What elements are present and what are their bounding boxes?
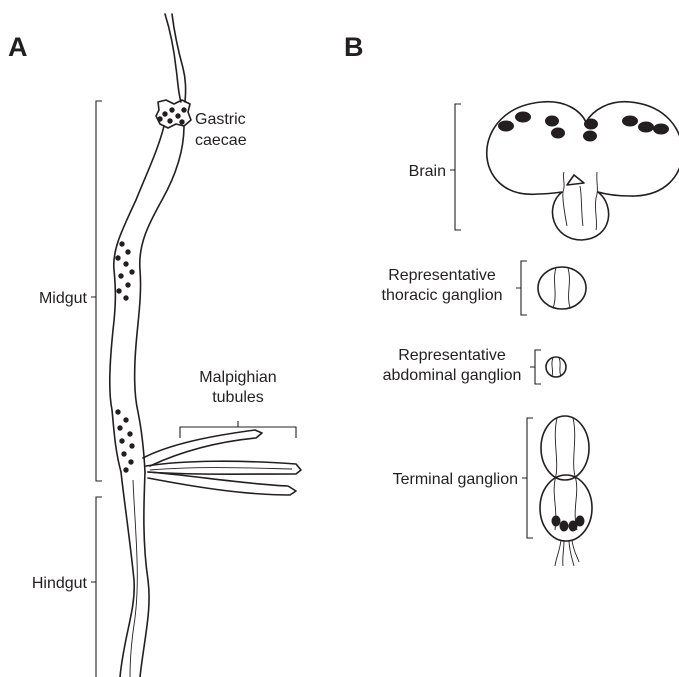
brain-illustration [487,102,679,240]
terminal-ganglion-lower-lobe [540,475,592,541]
thoracic-bracket [516,261,527,315]
brain-cell [622,116,638,127]
brain-triangle [567,175,584,185]
label-thoracic-line2: thoracic ganglion [382,287,503,304]
hindgut-bracket [91,497,102,677]
terminal-bracket [522,418,533,538]
brain-cell [653,124,669,135]
panel-a-label: A [8,32,28,62]
terminal-ganglion-illustration [540,416,592,566]
label-thoracic-line1: Representative [388,267,496,284]
midgut-bracket [91,101,102,481]
malpighian-tubule-3 [148,472,296,495]
abdominal-inner-line-left [552,358,553,376]
label-gastric-line1: Gastric [195,111,246,128]
thoracic-ganglion-illustration [538,267,586,309]
terminal-cell [560,521,569,532]
thoracic-inner-line-left [553,268,556,308]
midgut-right-wall [135,126,184,472]
gastric-caecae-shape [156,100,191,128]
label-midgut: Midgut [39,290,88,307]
terminal-ganglion-upper-lobe [541,416,589,480]
terminal-cell [552,516,561,527]
brain-inner-line-mid [580,186,583,226]
abdominal-ganglion-outline [546,357,566,377]
thoracic-inner-line-right [568,268,570,308]
brain-inner-line-left [563,172,567,226]
terminal-cell [576,516,585,527]
label-gastric-line2: caecae [195,132,247,149]
terminal-inner-line-left [554,418,557,530]
abdominal-ganglion-illustration [546,357,566,377]
terminal-inner-line-right [573,418,577,530]
brain-bracket [450,104,461,230]
brain-cell [583,131,597,142]
brain-cell [515,112,531,123]
midgut-left-wall [110,126,164,472]
brain-cell [584,119,598,130]
label-hindgut: Hindgut [32,575,88,592]
label-abdominal-line1: Representative [398,347,506,364]
hindgut-left-wall [120,472,134,677]
brain-cell [498,121,514,132]
label-brain: Brain [409,163,446,180]
malpighian-bracket [180,421,296,438]
thoracic-ganglion-outline [538,267,586,309]
abdominal-inner-line-right [559,358,561,376]
brain-cell [551,128,565,139]
malpighian-tubule-inner [150,468,292,470]
label-abdominal-line2: abdominal ganglion [383,367,522,384]
brain-cell [545,116,559,127]
label-malpighian-line2: tubules [212,389,264,406]
abdominal-bracket [530,350,541,384]
brain-inner-line-right [595,172,597,230]
foregut-left-edge [165,14,181,102]
brain-cell [638,122,654,133]
hindgut-right-wall [140,472,149,677]
terminal-nerves [555,540,579,566]
label-terminal: Terminal ganglion [393,471,518,488]
label-malpighian-line1: Malpighian [199,369,276,386]
panel-b-label: B [344,32,364,62]
